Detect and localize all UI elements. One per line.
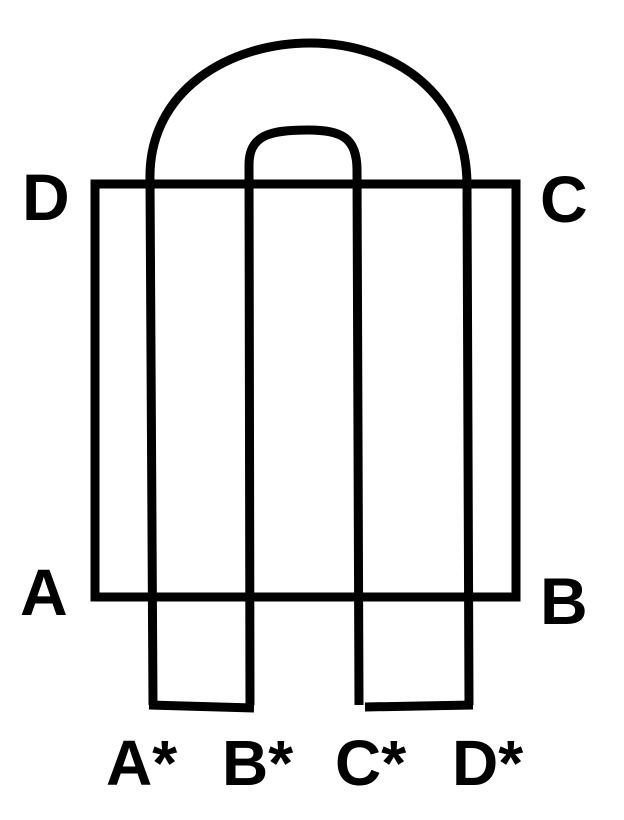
outer-loop (145, 38, 474, 706)
left-end-connector (148, 700, 255, 713)
end-label-c-star: C* (335, 727, 406, 799)
corner-label-a: A (20, 555, 68, 629)
corner-label-c: C (540, 162, 588, 236)
right-end-connector (364, 700, 474, 712)
end-label-b-star: B* (222, 727, 293, 799)
end-label-a-star: A* (106, 727, 177, 799)
end-label-d-star: D* (452, 727, 523, 799)
corner-label-b: B (540, 564, 588, 638)
square-abcd (90, 179, 521, 602)
corner-label-d: D (22, 160, 70, 234)
inner-loop (244, 125, 364, 706)
